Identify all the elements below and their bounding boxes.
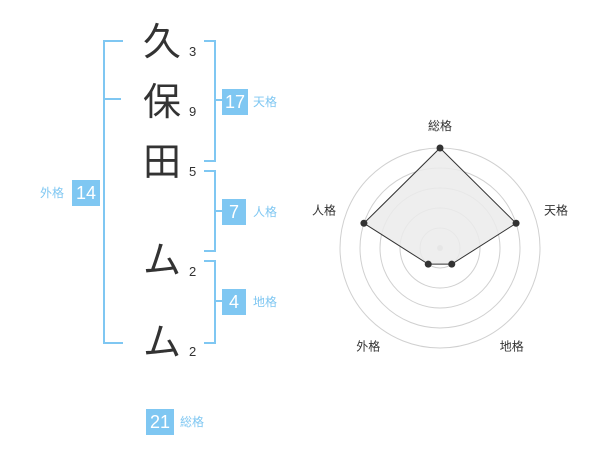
gaikaku-badge: 14 <box>72 180 100 206</box>
stroke-count-1: 3 <box>189 44 197 59</box>
gaikaku-bracket <box>103 40 123 344</box>
name-char-5: ム <box>142 320 181 364</box>
name-char-3: 田 <box>142 140 181 184</box>
stroke-count-2: 9 <box>189 104 197 119</box>
tenkaku-bracket-stub <box>214 99 222 101</box>
radar-point <box>448 260 456 268</box>
gaikaku-label: 外格 <box>40 186 65 200</box>
radar-point <box>424 260 432 268</box>
soukaku-label: 総格 <box>180 415 205 429</box>
soukaku-badge: 21 <box>146 409 174 435</box>
jinkaku-badge: 7 <box>222 199 246 225</box>
name-char-4: ム <box>142 238 181 282</box>
tenkaku-label: 天格 <box>253 95 278 109</box>
chikaku-label: 地格 <box>253 295 278 309</box>
radar-point <box>512 219 520 227</box>
stroke-count-5: 2 <box>189 344 197 359</box>
radar-area <box>363 147 517 265</box>
stroke-count-4: 2 <box>189 264 197 279</box>
tenkaku-badge: 17 <box>222 89 248 115</box>
stroke-count-3: 5 <box>189 164 197 179</box>
radar-axis-label: 総格 <box>428 118 452 133</box>
chikaku-bracket <box>204 260 216 344</box>
tenkaku-bracket <box>204 40 216 162</box>
radar-axis-label: 地格 <box>500 339 524 354</box>
radar-point <box>360 219 368 227</box>
name-char-1: 久 <box>142 20 181 64</box>
jinkaku-label: 人格 <box>253 205 278 219</box>
radar-axis-label: 外格 <box>356 339 380 354</box>
radar-axis-label: 天格 <box>544 202 568 217</box>
gaikaku-bracket-tick <box>103 98 121 100</box>
radar-axis-label: 人格 <box>312 202 336 217</box>
chikaku-bracket-stub <box>214 300 222 302</box>
chikaku-badge: 4 <box>222 289 246 315</box>
radar-point <box>436 144 444 152</box>
name-char-2: 保 <box>142 80 181 124</box>
jinkaku-bracket-stub <box>214 210 222 212</box>
